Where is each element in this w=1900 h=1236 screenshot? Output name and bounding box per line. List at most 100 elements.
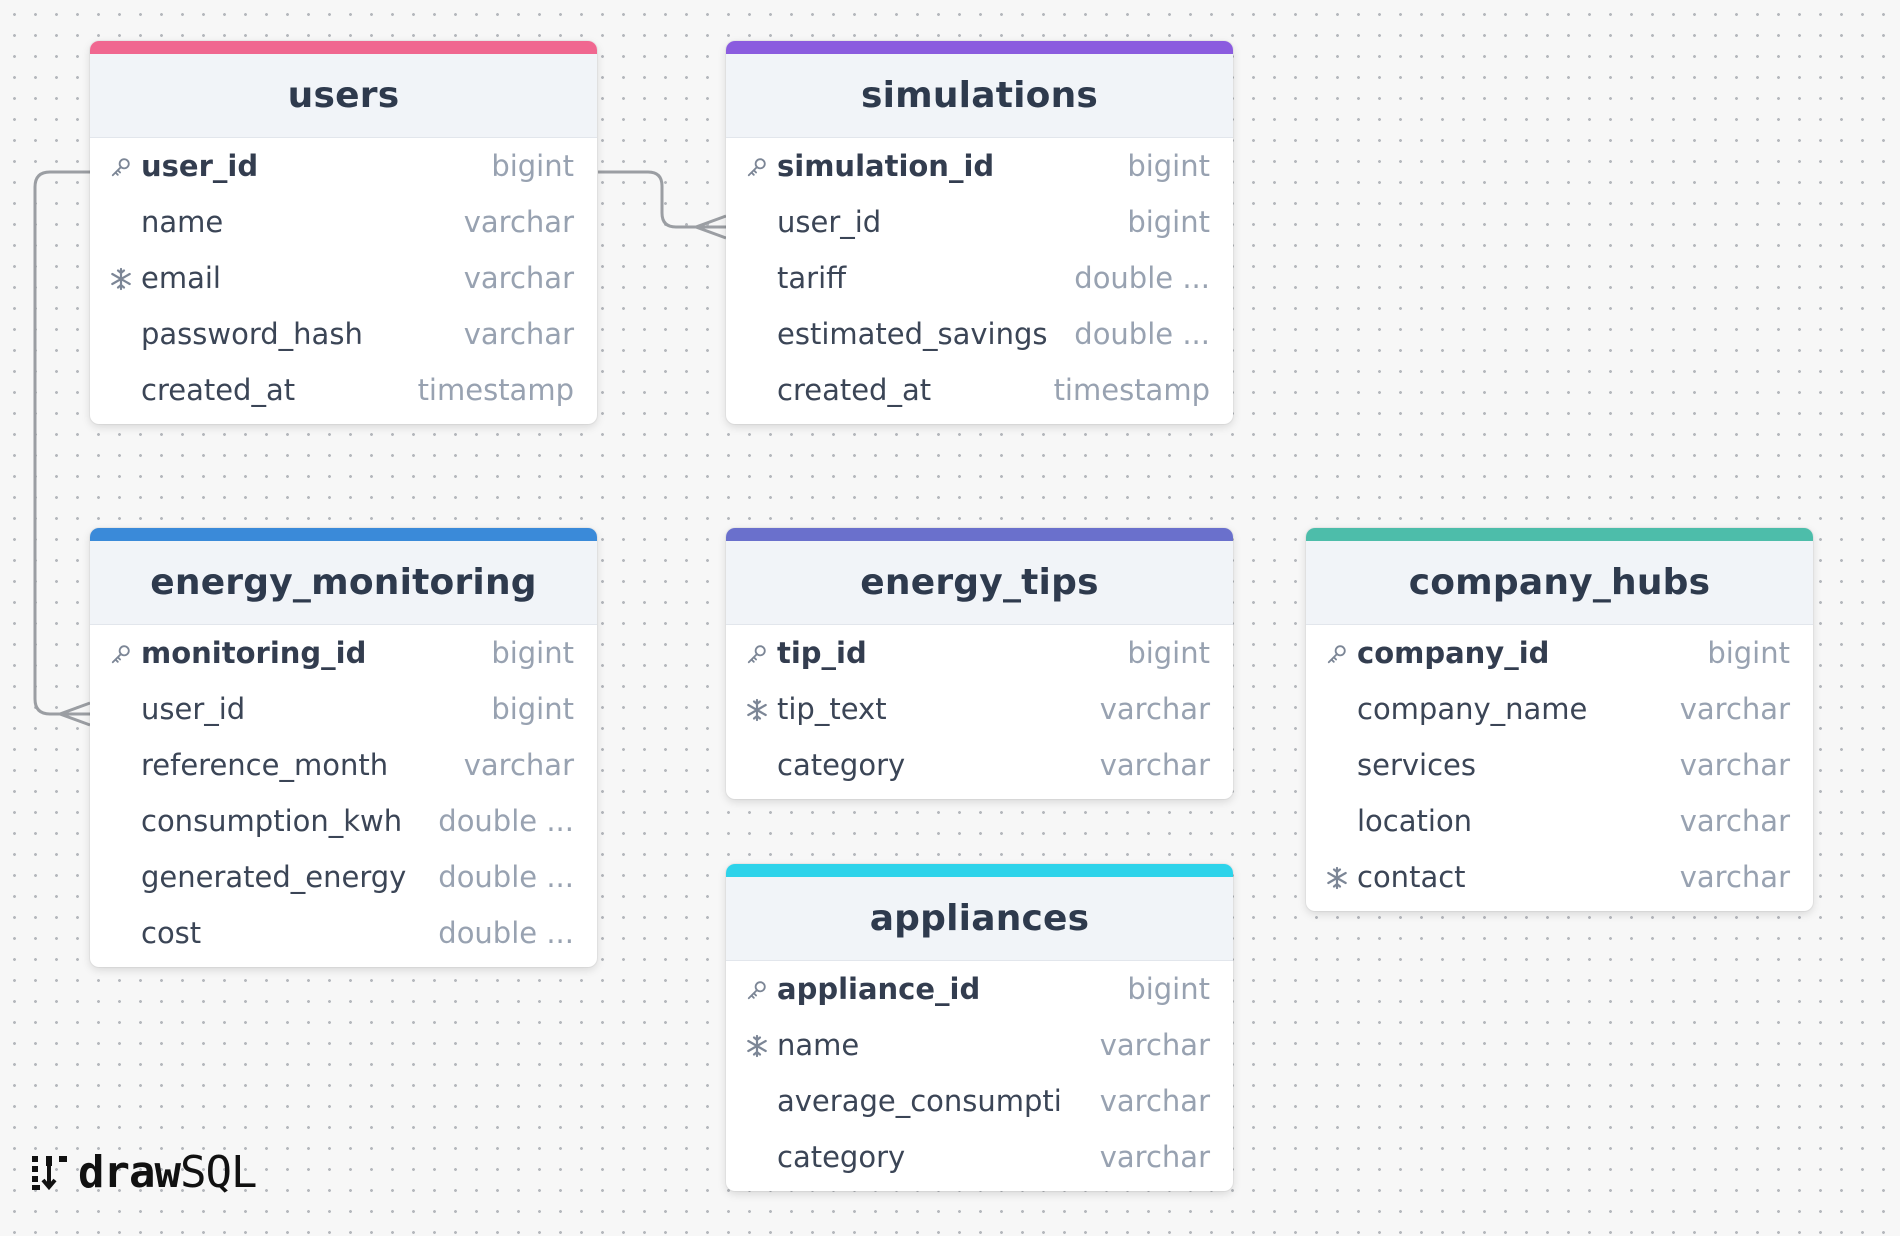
column-row[interactable]: name varchar bbox=[726, 1017, 1233, 1073]
table-title[interactable]: appliances bbox=[726, 877, 1233, 961]
column-name: tip_text bbox=[777, 692, 887, 726]
column-row[interactable]: appliance_id bigint bbox=[726, 961, 1233, 1017]
key-icon bbox=[108, 138, 134, 194]
column-name: created_at bbox=[141, 373, 296, 407]
column-type: varchar bbox=[1679, 748, 1790, 782]
key-icon bbox=[1324, 625, 1350, 681]
table-title[interactable]: energy_tips bbox=[726, 541, 1233, 625]
column-type: varchar bbox=[463, 748, 574, 782]
table-color-bar bbox=[726, 528, 1233, 541]
table-color-bar bbox=[90, 528, 597, 541]
column-row[interactable]: tip_id bigint bbox=[726, 625, 1233, 681]
column-type: varchar bbox=[1679, 860, 1790, 894]
column-type: varchar bbox=[463, 317, 574, 351]
column-name: category bbox=[777, 748, 906, 782]
column-type: varchar bbox=[1099, 1140, 1210, 1174]
table-color-bar bbox=[90, 41, 597, 54]
column-name: reference_month bbox=[141, 748, 389, 782]
column-type: bigint bbox=[1127, 205, 1210, 239]
column-row[interactable]: contact varchar bbox=[1306, 849, 1813, 905]
column-name: name bbox=[777, 1028, 860, 1062]
column-row[interactable]: category varchar bbox=[726, 1129, 1233, 1185]
table-color-bar bbox=[726, 864, 1233, 877]
column-name: company_name bbox=[1357, 692, 1588, 726]
column-row[interactable]: reference_month varchar bbox=[90, 737, 597, 793]
column-name: email bbox=[141, 261, 221, 295]
column-name: appliance_id bbox=[777, 972, 981, 1006]
column-name: monitoring_id bbox=[141, 636, 367, 670]
column-type: double ... bbox=[1074, 317, 1210, 351]
table-appliances[interactable]: appliances appliance_id bigint name varchar a… bbox=[726, 864, 1233, 1191]
column-type: bigint bbox=[1127, 972, 1210, 1006]
column-name: services bbox=[1357, 748, 1476, 782]
column-row[interactable]: user_id bigint bbox=[90, 681, 597, 737]
column-type: bigint bbox=[491, 636, 574, 670]
snowflake-icon bbox=[744, 681, 770, 737]
snowflake-icon bbox=[744, 1017, 770, 1073]
column-name: estimated_savings bbox=[777, 317, 1048, 351]
column-name: category bbox=[777, 1140, 906, 1174]
key-icon bbox=[744, 961, 770, 1017]
column-type: double ... bbox=[438, 860, 574, 894]
column-row[interactable]: services varchar bbox=[1306, 737, 1813, 793]
column-row[interactable]: name varchar bbox=[90, 194, 597, 250]
snowflake-icon bbox=[1324, 849, 1350, 905]
logo-text-sql: SQL bbox=[179, 1146, 257, 1198]
column-type: varchar bbox=[463, 205, 574, 239]
column-row[interactable]: user_id bigint bbox=[726, 194, 1233, 250]
table-title[interactable]: simulations bbox=[726, 54, 1233, 138]
relation-users-energy-monitoring[interactable] bbox=[33, 170, 91, 727]
snowflake-icon bbox=[108, 250, 134, 306]
column-row[interactable]: email varchar bbox=[90, 250, 597, 306]
key-icon bbox=[108, 625, 134, 681]
drawsql-logo-icon bbox=[32, 1156, 67, 1191]
column-name: average_consumption bbox=[777, 1084, 1063, 1118]
column-name: company_id bbox=[1357, 636, 1550, 670]
logo-text-draw: draw bbox=[78, 1146, 181, 1198]
column-name: contact bbox=[1357, 860, 1466, 894]
column-row[interactable]: monitoring_id bigint bbox=[90, 625, 597, 681]
table-color-bar bbox=[726, 41, 1233, 54]
column-name: name bbox=[141, 205, 224, 239]
column-type: bigint bbox=[1127, 636, 1210, 670]
column-name: simulation_id bbox=[777, 149, 995, 183]
key-icon bbox=[744, 138, 770, 194]
table-title[interactable]: energy_monitoring bbox=[90, 541, 597, 625]
column-row[interactable]: location varchar bbox=[1306, 793, 1813, 849]
relation-users-simulations[interactable] bbox=[598, 170, 727, 240]
column-type: varchar bbox=[1679, 804, 1790, 838]
column-type: bigint bbox=[491, 692, 574, 726]
column-name: location bbox=[1357, 804, 1473, 838]
column-name: user_id bbox=[141, 692, 246, 726]
column-row[interactable]: estimated_savings double ... bbox=[726, 306, 1233, 362]
column-type: varchar bbox=[1099, 1028, 1210, 1062]
column-name: tip_id bbox=[777, 636, 867, 670]
table-title[interactable]: users bbox=[90, 54, 597, 138]
column-name: user_id bbox=[777, 205, 882, 239]
column-row[interactable]: average_consumptionvarchar bbox=[726, 1073, 1233, 1129]
column-type: varchar bbox=[463, 261, 574, 295]
column-type: double ... bbox=[438, 916, 574, 950]
table-title[interactable]: company_hubs bbox=[1306, 541, 1813, 625]
